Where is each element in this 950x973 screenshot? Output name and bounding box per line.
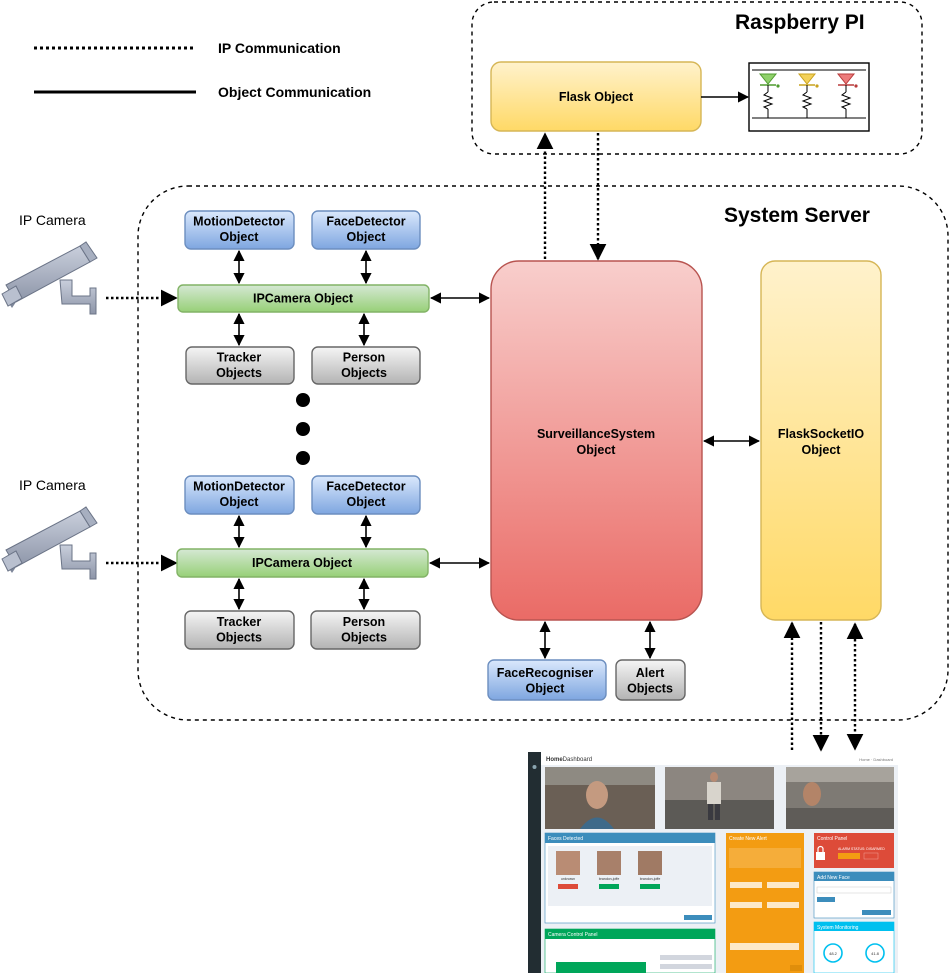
alarm-status: ALARM STATUS: DISARMED [838,847,885,851]
led-board [748,62,870,132]
ip-camera-2-label: IP Camera [19,477,86,493]
camera-feed-2 [665,767,774,829]
legend-object-label: Object Communication [218,84,371,100]
svg-text:brandon-joffe: brandon-joffe [640,877,661,881]
surveillance-line1: SurveillanceSystem [537,427,655,441]
person-2-line1: Person [343,615,385,629]
face-detector-2-line2: Object [347,495,387,509]
ip-camera-1-label: IP Camera [19,212,86,228]
face-recogniser-line2: Object [526,682,566,696]
dashboard-breadcrumb: Home · Dashboard [859,757,893,762]
tracker-2-line1: Tracker [217,615,262,629]
alert-line2: Objects [627,682,673,696]
ipcamera-1-node: IPCamera Object [177,284,430,313]
faces-detected-title: Faces Detected [548,836,583,842]
system-monitoring-panel: System Monitoring 48.2 41.8 [813,921,895,973]
system-monitoring-title: System Monitoring [817,925,859,931]
tracker-1-line1: Tracker [217,351,262,365]
ellipsis-dot-1 [296,393,310,407]
surveillance-system-node: SurveillanceSystem Object [490,260,703,621]
add-new-face-title: Add New Face [817,875,850,881]
face-detector-1-line2: Object [347,230,387,244]
yellow-led-icon [797,73,819,118]
person-1-line2: Objects [341,366,387,380]
face-detector-1-node: FaceDetector Object [311,210,421,250]
face-detector-2-node: FaceDetector Object [311,475,421,515]
camera-feed-3 [786,767,894,829]
ipcamera-1-label: IPCamera Object [253,292,354,306]
raspberry-pi-region [471,1,923,155]
monitor-value-2: 41.8 [871,951,880,956]
flask-socketio-node: FlaskSocketIO Object [760,260,882,621]
alert-objects-node: Alert Objects [615,659,686,701]
person-1-node: Person Objects [311,346,421,385]
flask-socketio-line1: FlaskSocketIO [778,427,864,441]
face-detector-1-line1: FaceDetector [326,215,405,229]
motion-detector-2-line2: Object [220,495,260,509]
ipcamera-2-label: IPCamera Object [252,556,353,570]
flask-socketio-line2: Object [802,443,842,457]
red-led-icon [836,73,858,118]
face-card-3: brandon-joffe [638,851,662,889]
raspberry-pi-title: Raspberry PI [735,11,865,34]
camera-feed-1 [545,767,655,829]
person-2-line2: Objects [341,631,387,645]
tracker-1-node: Tracker Objects [185,346,295,385]
alert-line1: Alert [636,666,665,680]
web-dashboard-screenshot: HomeDashboard Home · Dashboard [528,752,898,973]
add-new-face-panel: Add New Face [813,871,895,919]
system-server-region [137,185,949,721]
face-card-2: brandon-joffe [597,851,621,889]
person-1-line1: Person [343,351,385,365]
flask-object-label: Flask Object [559,90,634,104]
person-2-node: Person Objects [310,610,421,650]
ipcamera-2-node: IPCamera Object [176,548,429,578]
motion-detector-1-line2: Object [220,230,260,244]
system-server-title: System Server [724,204,870,227]
green-led-icon [758,73,780,118]
ellipsis-dot-3 [296,451,310,465]
create-new-alert-panel: Create New Alert [726,833,804,973]
flask-object-node: Flask Object [490,61,702,132]
ip-camera-2-icon [1,506,98,580]
dashboard-brand: HomeDashboard [546,757,592,763]
face-recogniser-node: FaceRecogniser Object [487,659,607,701]
dashboard-sidebar [528,752,541,973]
face-recogniser-line1: FaceRecogniser [497,666,594,680]
face-card-1: unknown [556,851,580,889]
tracker-2-line2: Objects [216,631,262,645]
legend-ip-label: IP Communication [218,40,341,56]
control-panel-title: Control Panel [817,836,847,842]
motion-detector-1-node: MotionDetector Object [184,210,295,250]
svg-text:unknown: unknown [561,877,575,881]
control-panel: Control Panel ALARM STATUS: DISARMED [814,833,894,868]
legend: IP Communication Object Communication [34,40,371,100]
motion-detector-2-line1: MotionDetector [193,480,285,494]
camera-control-title: Camera Control Panel [548,932,597,938]
tracker-2-node: Tracker Objects [184,610,295,650]
surveillance-line2: Object [577,443,617,457]
ip-camera-1-icon [1,241,98,315]
ellipsis-dot-2 [296,422,310,436]
create-alert-title: Create New Alert [729,836,767,842]
monitor-value-1: 48.2 [829,951,838,956]
tracker-1-line2: Objects [216,366,262,380]
faces-detected-panel: Faces Detected unknown brandon-joffe bra… [544,832,716,924]
svg-text:brandon-joffe: brandon-joffe [599,877,620,881]
camera-control-panel: Camera Control Panel [544,928,716,973]
motion-detector-1-line1: MotionDetector [193,215,285,229]
lock-icon [816,845,825,860]
face-detector-2-line1: FaceDetector [326,480,405,494]
motion-detector-2-node: MotionDetector Object [184,475,295,515]
